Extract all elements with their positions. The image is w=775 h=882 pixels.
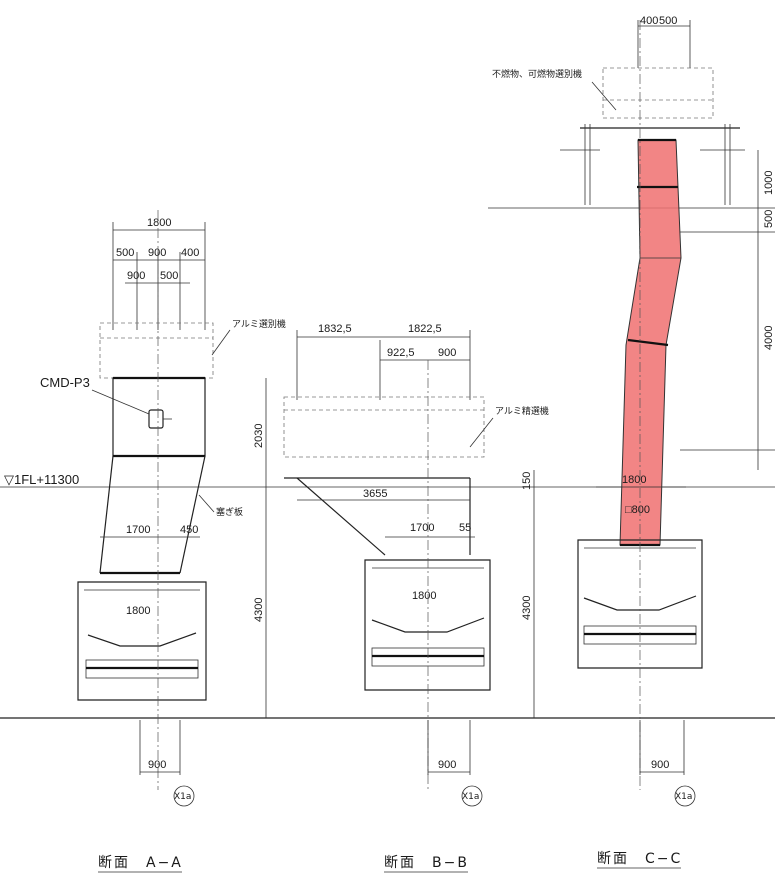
section-a-a: 1800 500 900 400 900 500 アルミ選別機 CMD-P3 ▽… <box>4 210 286 873</box>
aa-dim-row2-a: 500 <box>116 247 134 259</box>
aa-dim-top: 1800 <box>147 217 171 229</box>
cc-dim-chute-width: 1800 <box>622 474 646 486</box>
aa-separator-label: アルミ選別機 <box>232 318 286 330</box>
aa-dim-vertical-upper: 2030 <box>253 424 265 448</box>
aa-damper-label: CMD-P3 <box>40 375 90 390</box>
cc-section-title: 断面 C−C <box>597 851 682 867</box>
bb-separator-label: アルミ精選機 <box>495 405 549 417</box>
bb-dim-chute-b: 55 <box>459 522 471 534</box>
bb-section-title: 断面 B−B <box>384 855 469 871</box>
section-b-b: 1832,5 1822,5 922,5 900 アルミ精選機 3655 1700… <box>283 323 549 873</box>
aa-dim-chute-b: 450 <box>180 524 198 536</box>
bb-dim-row2-b: 900 <box>438 347 456 359</box>
bb-dim-top-a: 1832,5 <box>318 323 352 335</box>
bb-dim-top-b: 1822,5 <box>408 323 442 335</box>
bb-axis-label: X1a <box>462 792 479 802</box>
cc-separator-label: 不燃物、可燃物選別機 <box>492 68 582 80</box>
bb-dim-belt: 1800 <box>412 590 436 602</box>
cc-axis-label: X1a <box>675 792 692 802</box>
aa-dim-bottom: 900 <box>148 759 166 771</box>
bb-dim-vertical-upper: 150 <box>521 472 533 490</box>
bb-dim-chute-a: 1700 <box>410 522 434 534</box>
aa-axis-label: X1a <box>174 792 191 802</box>
section-c-c: 400 500 不燃物、可燃物選別機 1800 □800 <box>492 15 775 869</box>
aa-dim-chute-a: 1700 <box>126 524 150 536</box>
bb-dim-hopper: 3655 <box>363 488 387 500</box>
aa-section-title: 断面 A−A <box>98 855 183 871</box>
aa-dim-row2-b: 900 <box>148 247 166 259</box>
cc-dim-top-b: 500 <box>659 15 677 27</box>
cc-dim-bottom: 900 <box>651 759 669 771</box>
cc-dim-chute-square: □800 <box>625 504 650 516</box>
bb-dim-bottom: 900 <box>438 759 456 771</box>
cc-dim-top-a: 400 <box>640 15 658 27</box>
aa-dim-row2-c: 400 <box>181 247 199 259</box>
bb-dim-vertical-lower: 4300 <box>521 596 533 620</box>
aa-dim-row3-b: 500 <box>160 270 178 282</box>
aa-floor-label: ▽1FL+11300 <box>4 472 79 487</box>
cc-dim-right-a: 1000 <box>763 171 775 195</box>
aa-dim-vertical-lower: 4300 <box>253 598 265 622</box>
aa-plate-label: 塞ぎ板 <box>216 506 243 518</box>
bb-dim-row2-a: 922,5 <box>387 347 415 359</box>
aa-dim-belt: 1800 <box>126 605 150 617</box>
cc-dim-right-c: 4000 <box>763 326 775 350</box>
cc-dim-right-b: 500 <box>763 210 775 228</box>
aa-dim-row3-a: 900 <box>127 270 145 282</box>
